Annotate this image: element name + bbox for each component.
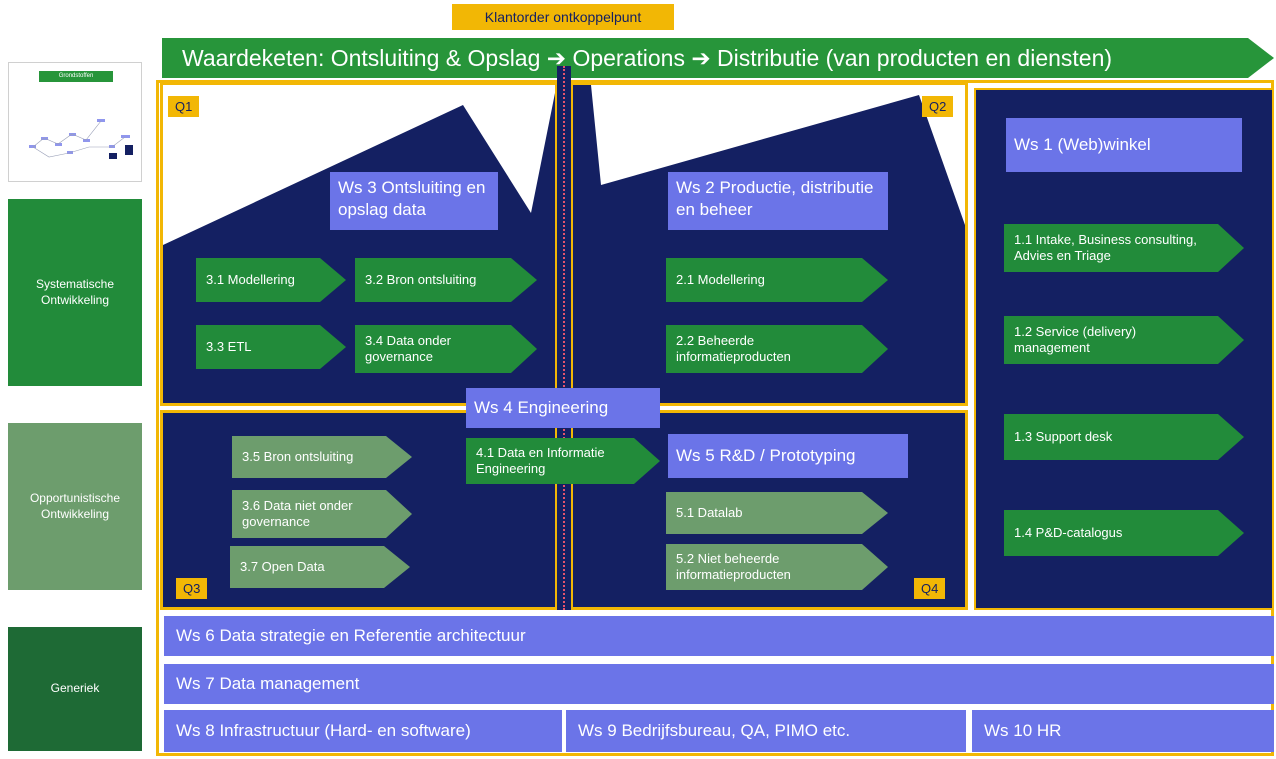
quadrant-label-q4: Q4 <box>914 578 946 599</box>
quadrant-label-q1: Q1 <box>168 96 200 117</box>
item-3-4: 3.4 Data onder governance <box>355 325 537 373</box>
item-2-2: 2.2 Beheerde informatieproducten <box>666 325 888 373</box>
item-1-2: 1.2 Service (delivery) management <box>1004 316 1244 364</box>
side-label-generic: Generiek <box>8 627 142 751</box>
q2-white-shape <box>573 85 965 225</box>
item-4-1: 4.1 Data en Informatie Engineering <box>466 438 660 484</box>
ws5-title: Ws 5 R&D / Prototyping <box>668 434 908 478</box>
ws8-bar: Ws 8 Infrastructuur (Hard- en software) <box>164 710 562 752</box>
ws2-title: Ws 2 Productie, distributie en beheer <box>668 172 888 230</box>
item-3-5: 3.5 Bron ontsluiting <box>232 436 412 478</box>
ws10-bar: Ws 10 HR <box>972 710 1274 752</box>
quadrant-label-q2: Q2 <box>922 96 954 117</box>
item-3-2: 3.2 Bron ontsluiting <box>355 258 537 302</box>
item-3-1: 3.1 Modellering <box>196 258 346 302</box>
item-2-1: 2.1 Modellering <box>666 258 888 302</box>
value-chain-banner-text: Waardeketen: Ontsluiting & Opslag ➔ Oper… <box>182 44 1113 71</box>
ws7-bar: Ws 7 Data management <box>164 664 1274 704</box>
item-3-6: 3.6 Data niet onder governance <box>232 490 412 538</box>
q1-white-shape <box>163 85 555 245</box>
thumbnail-sketch-icon <box>29 119 133 159</box>
ws4-title: Ws 4 Engineering <box>466 388 660 428</box>
item-3-7: 3.7 Open Data <box>230 546 410 588</box>
value-chain-banner: Waardeketen: Ontsluiting & Opslag ➔ Oper… <box>162 38 1274 78</box>
item-1-3: 1.3 Support desk <box>1004 414 1244 460</box>
quadrant-label-q3: Q3 <box>176 578 208 599</box>
item-1-1: 1.1 Intake, Business consulting, Advies … <box>1004 224 1244 272</box>
ws6-bar: Ws 6 Data strategie en Referentie archit… <box>164 616 1274 656</box>
item-5-1: 5.1 Datalab <box>666 492 888 534</box>
decoupling-point-label: Klantorder ontkoppelpunt <box>452 4 674 30</box>
side-label-opportunistic: Opportunistische Ontwikkeling <box>8 423 142 590</box>
item-3-3: 3.3 ETL <box>196 325 346 369</box>
ws9-bar: Ws 9 Bedrijfsbureau, QA, PIMO etc. <box>566 710 966 752</box>
item-5-2: 5.2 Niet beheerde informatieproducten <box>666 544 888 590</box>
ws1-title: Ws 1 (Web)winkel <box>1006 118 1242 172</box>
side-label-systematic: Systematische Ontwikkeling <box>8 199 142 386</box>
decoupling-line <box>563 66 565 610</box>
ws3-title: Ws 3 Ontsluiting en opslag data <box>330 172 498 230</box>
item-1-4: 1.4 P&D-catalogus <box>1004 510 1244 556</box>
thumbnail-title: Grondstoffen <box>39 71 113 82</box>
overview-thumbnail: Grondstoffen <box>8 62 142 182</box>
